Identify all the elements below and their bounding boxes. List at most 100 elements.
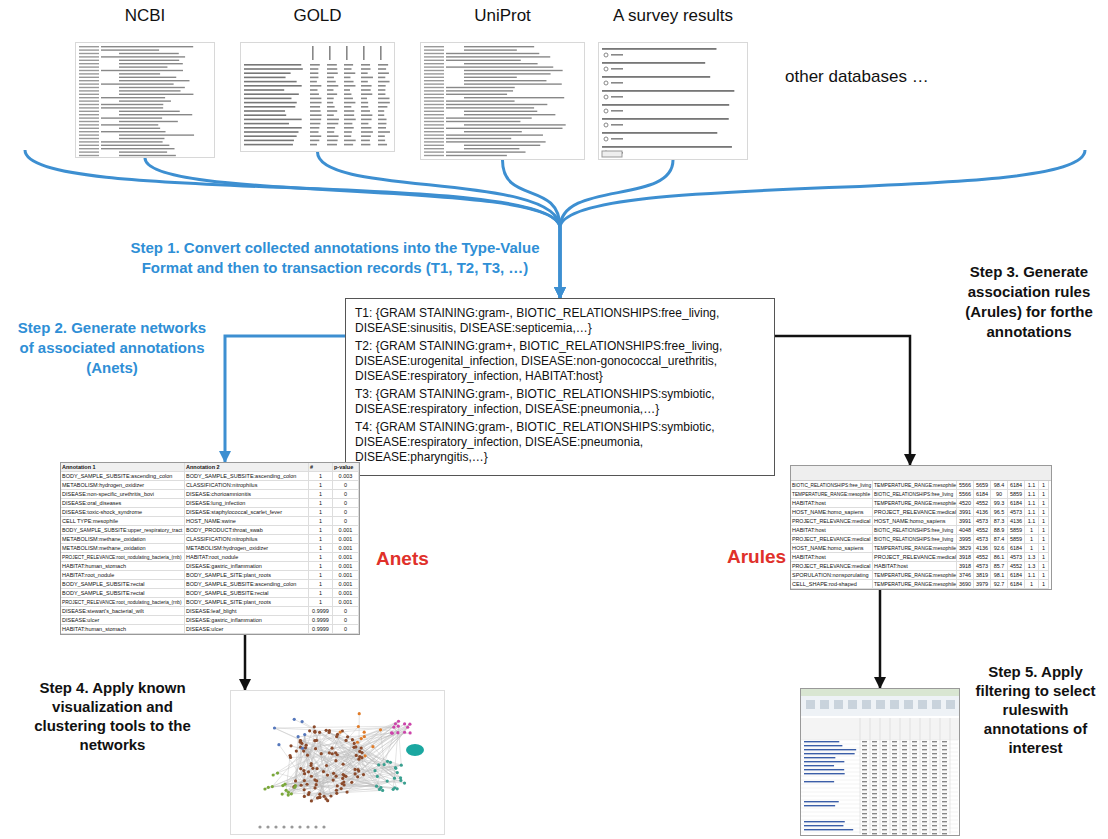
cell-text [942, 829, 947, 830]
network-node [271, 785, 274, 788]
table-cell: DISEASE:ulcer [61, 616, 185, 625]
network-node [310, 799, 313, 802]
cell-text [804, 745, 842, 746]
cell-text [872, 745, 877, 746]
cell-text [932, 829, 937, 830]
stroke [424, 114, 444, 115]
cell-text [804, 765, 834, 766]
cell-text [862, 761, 867, 762]
step-text: Step 3. Generate association rules (Arul… [955, 262, 1103, 342]
stroke [244, 68, 303, 70]
network-node [386, 780, 389, 783]
table-cell: 1 [1039, 499, 1049, 508]
table-cell: 88.9 [991, 526, 1008, 535]
network-node [274, 825, 277, 828]
network-node [297, 735, 300, 738]
stroke [119, 90, 181, 91]
table-cell: 1 [1025, 544, 1039, 553]
network-node [363, 754, 366, 757]
table-cell: BIOTIC_RELATIONSHIPS:free_living [873, 490, 957, 499]
stroke [79, 80, 99, 81]
cell-text [902, 817, 907, 818]
network-node [302, 769, 305, 772]
stroke [344, 123, 352, 125]
table-cell: 0.001 [333, 535, 359, 544]
flow-arrow [318, 152, 561, 298]
stroke [464, 49, 517, 50]
cell-text [872, 801, 877, 802]
network-link [346, 740, 394, 778]
header-band [791, 466, 1051, 481]
stroke [464, 83, 562, 84]
stroke [424, 49, 444, 50]
network-image [230, 690, 445, 835]
stroke [244, 72, 291, 74]
network-node [379, 786, 382, 789]
cell-text [942, 825, 947, 826]
network-node [318, 793, 321, 796]
cell-text [862, 789, 867, 790]
cell-text [892, 805, 897, 806]
cell-text [922, 769, 927, 770]
stroke [424, 70, 444, 71]
cell-text [922, 833, 927, 834]
cell-text [882, 769, 887, 770]
transaction-record: T3: {GRAM STAINING:gram-, BIOTIC_RELATIO… [355, 387, 765, 417]
stroke [344, 119, 356, 121]
table-cell: HOST_NAME:homo_sapiens [791, 544, 873, 553]
table-cell: HOST_NAME:swine [185, 517, 309, 526]
grid-line [801, 820, 958, 821]
cell-text [804, 757, 835, 758]
stroke [424, 87, 444, 88]
cell-text [942, 753, 947, 754]
table-cell: 3690 [957, 580, 974, 589]
stroke [378, 72, 389, 74]
grid-line [801, 740, 958, 741]
stroke [101, 117, 162, 118]
flow-arrow [560, 160, 673, 298]
network-node [409, 731, 412, 734]
table-cell: 6184 [1008, 544, 1025, 553]
stroke [361, 131, 373, 133]
table-cell: BIOTIC_RELATIONSHIPS:free_living [873, 535, 957, 544]
table-cell: 0 [333, 481, 359, 490]
cell-text [942, 813, 947, 814]
stroke [79, 148, 99, 149]
ribbon-icon [904, 700, 913, 709]
stroke [79, 134, 99, 135]
stroke [424, 151, 444, 152]
ribbon-icon [946, 700, 955, 709]
cell-text [922, 821, 927, 822]
stroke [244, 85, 302, 87]
flow-arrow [775, 336, 910, 465]
table-cell: 0.9999 [309, 607, 333, 616]
stroke [101, 97, 165, 98]
cell-text [912, 749, 917, 750]
stroke [378, 81, 390, 83]
table-cell: DISEASE:chorioamnionitis [185, 490, 309, 499]
cell-text [892, 745, 897, 746]
stroke [344, 114, 354, 116]
table-cell: 1.1 [1025, 490, 1039, 499]
table-cell: 4573 [974, 517, 991, 526]
table-cell: 1 [309, 481, 333, 490]
table-grid: BIOTIC_RELATIONSHIPS:free_livingTEMPERAT… [791, 481, 1051, 589]
network-node [325, 729, 328, 732]
cell-text [932, 757, 937, 758]
stroke [244, 64, 301, 66]
cell-text [892, 821, 897, 822]
table-cell: METABOLISM:hydrogen_oxidizer [61, 481, 185, 490]
source-title: UniProt [390, 6, 615, 26]
network-node [400, 764, 403, 767]
stroke [424, 131, 444, 132]
stroke [602, 48, 716, 50]
network-node [282, 825, 285, 828]
table-cell: 0.001 [333, 598, 359, 607]
table-cell: 1 [309, 553, 333, 562]
stroke [101, 56, 185, 57]
network-node [315, 739, 318, 742]
cell-text [862, 749, 867, 750]
network-node [408, 723, 411, 726]
grid-line [801, 764, 958, 765]
table-cell: 0.001 [333, 526, 359, 535]
